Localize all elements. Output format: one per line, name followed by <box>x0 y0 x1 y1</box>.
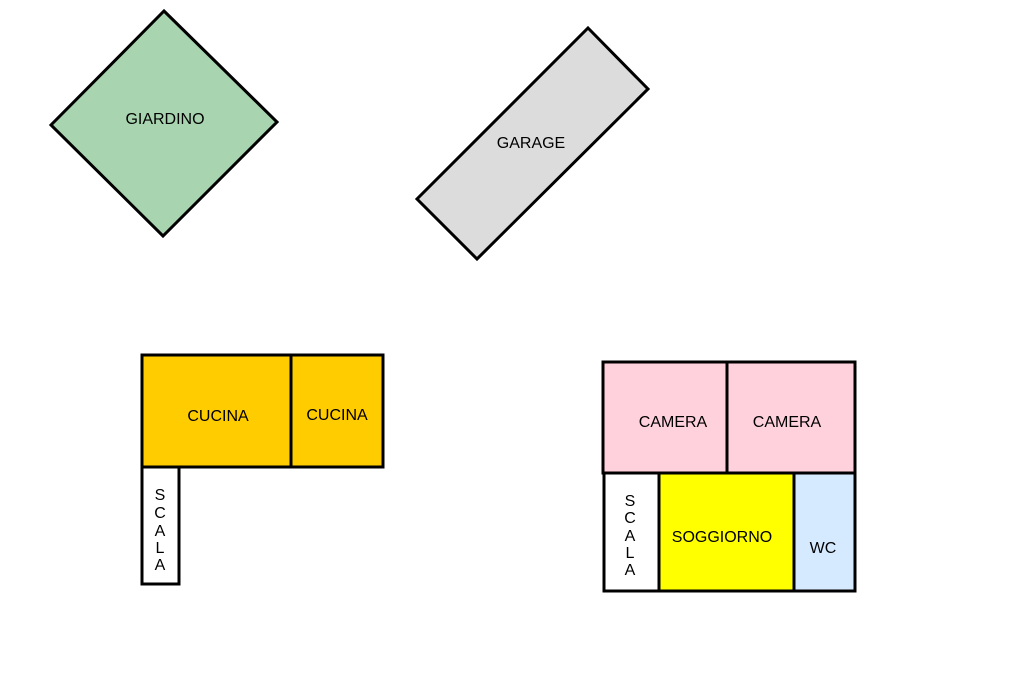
scala-2-letter: C <box>624 510 636 527</box>
wc-shape <box>792 471 857 593</box>
camera-1-shape <box>601 360 729 475</box>
wc-label: WC <box>810 540 837 557</box>
floor-plan-left: CUCINA CUCINA S C A L A <box>140 353 385 586</box>
scala-1-letter: S <box>155 487 166 504</box>
cucina-1-label: CUCINA <box>187 408 249 425</box>
camera-2-label: CAMERA <box>753 414 822 431</box>
floor-plan-right: CAMERA CAMERA S C A L A SOGGIORNO WC <box>601 360 857 593</box>
camera-2-shape <box>725 360 857 475</box>
cucina-2-label: CUCINA <box>306 407 368 424</box>
scala-2-letter: L <box>626 545 635 562</box>
cucina-1-shape <box>140 353 293 469</box>
scala-2-letter: A <box>625 528 636 545</box>
room-giardino: GIARDINO <box>48 8 280 239</box>
scala-1-letter: A <box>155 523 166 540</box>
garage-shape <box>414 25 651 262</box>
scala-2-shape <box>602 471 661 593</box>
camera-1-label: CAMERA <box>639 414 708 431</box>
scala-1-letter: L <box>156 540 165 557</box>
giardino-label: GIARDINO <box>125 111 204 128</box>
scala-2-letter: A <box>625 562 636 579</box>
garage-label: GARAGE <box>497 135 565 152</box>
scala-1-letter: C <box>154 505 166 522</box>
room-garage: GARAGE <box>414 25 651 262</box>
cucina-2-shape <box>289 353 385 469</box>
soggiorno-label: SOGGIORNO <box>672 529 772 546</box>
giardino-shape <box>48 8 280 239</box>
scala-1-letter: A <box>155 557 166 574</box>
scala-2-letter: S <box>625 493 636 510</box>
scala-1-shape <box>140 465 181 586</box>
